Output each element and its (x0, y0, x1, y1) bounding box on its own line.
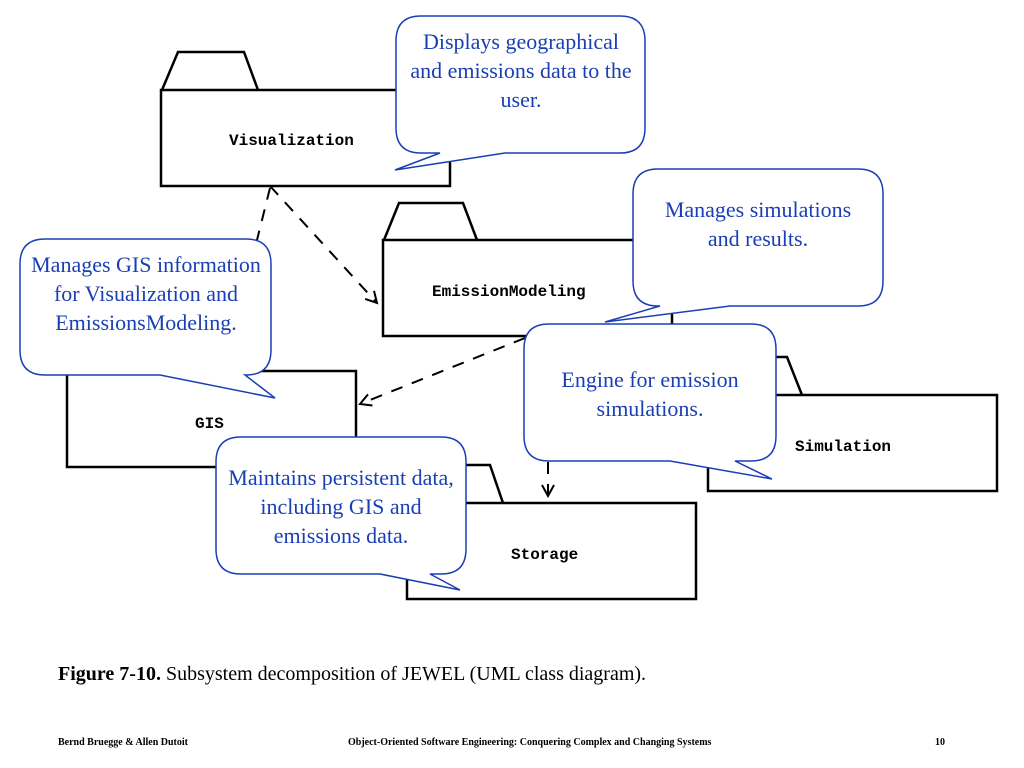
figure-caption-label: Figure 7-10. (58, 663, 161, 685)
package-label-emission-modeling: EmissionModeling (432, 283, 586, 301)
dependency-arrows (256, 185, 548, 496)
package-label-gis: GIS (195, 415, 224, 433)
figure-caption-text: Subsystem decomposition of JEWEL (UML cl… (160, 663, 647, 685)
package-emission-modeling: EmissionModeling (381, 201, 674, 338)
callout-text-simulation: Engine for emission simulations. (561, 367, 739, 421)
callout-bubble-gis (19, 238, 276, 399)
callout-bubble-visualization (394, 15, 646, 171)
footer-authors: Bernd Bruegge & Allen Dutoit (58, 737, 188, 748)
callout-bubble-storage (215, 436, 467, 591)
callout-text-emission-modeling: Manages simulations and results. (664, 197, 852, 251)
callout-text-gis: Manages GIS information for Visualizatio… (31, 252, 261, 335)
package-label-storage: Storage (511, 546, 578, 564)
callout-bubble-emission-modeling (604, 168, 884, 323)
package-label-visualization: Visualization (229, 132, 354, 150)
callout-text-storage: Maintains persistent data, including GIS… (228, 465, 454, 548)
callout-text-visualization: Displays geographical and emissions data… (410, 29, 632, 112)
dependency-visualization-to-gis (256, 187, 271, 241)
dependency-emissionmodeling-to-gis (360, 337, 526, 404)
callout-bubble-simulation (523, 323, 777, 480)
package-label-simulation: Simulation (795, 438, 891, 456)
dependency-visualization-to-emissionmodeling (269, 185, 377, 303)
footer-book-title: Object-Oriented Software Engineering: Co… (348, 737, 712, 748)
figure-caption: Figure 7-10. Subsystem decomposition of … (58, 663, 646, 686)
footer-page-number: 10 (935, 737, 945, 748)
